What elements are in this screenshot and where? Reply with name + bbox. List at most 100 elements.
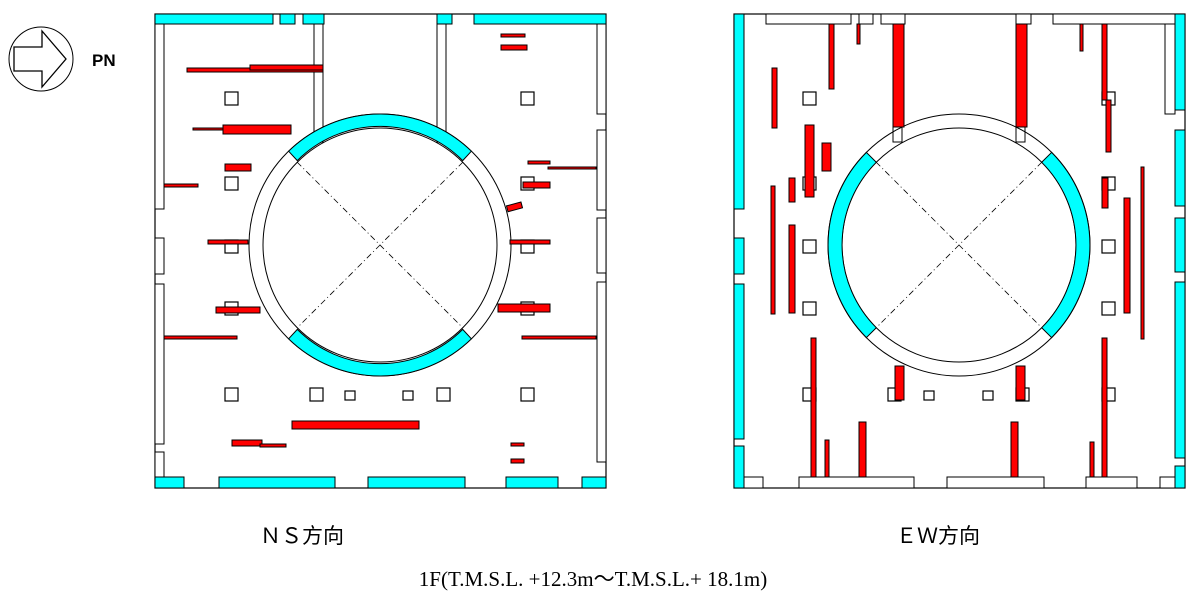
ns-red-element [207, 239, 249, 245]
ns-wall-segment [367, 476, 466, 489]
ns-inner-wall [313, 23, 324, 143]
ns-side-wall [154, 237, 165, 275]
ew-diagonal [875, 161, 1043, 329]
ns-wall-segment [154, 13, 274, 25]
ew-top-wall [1015, 13, 1032, 25]
ew-column [982, 390, 994, 401]
ew-column [802, 301, 817, 316]
ew-floor-plan [733, 13, 1186, 489]
ns-red-element [497, 303, 551, 313]
ew-red-element [894, 365, 905, 401]
ns-wall-segment [218, 476, 336, 489]
ew-red-element [1101, 177, 1109, 209]
ns-red-element [224, 163, 252, 172]
ew-wall-segment [733, 237, 745, 275]
ew-panel-label: ＥＷ方向 [896, 524, 980, 548]
ns-outer-wall [154, 13, 607, 489]
ew-red-element [1105, 99, 1112, 153]
ew-wall-segment [1174, 129, 1186, 207]
ns-red-element [163, 335, 238, 340]
floor-caption: 1F(T.M.S.L. +12.3m～T.M.S.L.+ 18.1m) [419, 567, 767, 591]
ew-top-wall [1052, 13, 1176, 25]
ew-red-element [1101, 337, 1108, 478]
ew-bottom-wall [1085, 476, 1138, 489]
ew-red-element [788, 224, 796, 314]
ew-red-element [1089, 441, 1095, 478]
ns-column [520, 91, 535, 106]
ns-floor-plan [154, 13, 607, 489]
ns-panel-label: ＮＳ方向 [260, 524, 344, 548]
ew-ring-cyan-right [1040, 151, 1091, 339]
ew-red-element [771, 67, 778, 129]
ns-wall-segment [505, 476, 559, 489]
ns-ring-inner [262, 127, 498, 363]
ew-red-element [1079, 23, 1084, 52]
ns-red-element [505, 201, 524, 213]
ns-ring-cyan-bottom [287, 328, 473, 377]
ew-red-element [1123, 197, 1131, 314]
ns-red-element [500, 44, 528, 51]
ew-red-element [804, 124, 815, 198]
ew-red-element [824, 439, 830, 478]
ew-wall-segment [733, 283, 745, 440]
ew-bottom-wall [798, 476, 915, 489]
ns-wall-segment [302, 13, 325, 25]
ns-column [224, 387, 239, 402]
ew-red-element [892, 23, 905, 128]
ns-column [436, 387, 451, 402]
ew-ring-cyan-left [827, 151, 878, 339]
ew-outer-wall [733, 13, 1186, 489]
ns-wall-segment [473, 13, 607, 25]
ew-column [1101, 301, 1116, 316]
ns-red-element [500, 33, 526, 38]
ns-column [224, 176, 239, 191]
ew-red-element [858, 421, 867, 478]
ns-side-wall [154, 451, 165, 478]
ew-wall-segment [733, 445, 745, 489]
ns-red-element [259, 443, 287, 448]
ew-wall-segment [1174, 13, 1186, 111]
ns-wall-segment [436, 13, 453, 25]
ew-column [802, 239, 817, 254]
ns-red-element [163, 183, 199, 188]
ns-red-element [291, 420, 420, 430]
ew-side-wall [1164, 23, 1176, 115]
ns-side-wall [154, 283, 165, 445]
ns-inner-wall [436, 23, 447, 143]
ew-top-wall [858, 13, 874, 25]
ns-red-element [509, 239, 551, 245]
ns-red-element [231, 439, 263, 447]
ns-red-element [522, 181, 551, 189]
ns-diagonal [296, 161, 464, 329]
ew-bottom-wall [946, 476, 1045, 489]
ns-red-element [547, 166, 597, 170]
ns-column [344, 390, 356, 401]
ew-red-element [1010, 421, 1019, 478]
north-arrow-icon [8, 26, 74, 92]
ew-wall-segment [1174, 281, 1186, 459]
ns-wall-segment [279, 13, 296, 25]
ns-column [224, 91, 239, 106]
ns-column [520, 387, 535, 402]
ns-wall-segment [154, 476, 185, 489]
ns-wall-segment [581, 476, 607, 489]
ew-column [1101, 239, 1116, 254]
ew-red-element [1015, 23, 1028, 128]
ns-side-wall [596, 281, 607, 463]
ew-red-element [788, 177, 796, 203]
ns-red-element [222, 124, 292, 135]
ns-red-element [521, 335, 597, 340]
north-marker-label: PN [92, 51, 116, 70]
ns-red-element [510, 442, 525, 447]
ns-side-wall [596, 217, 607, 274]
ns-column [309, 387, 324, 402]
ew-column [802, 91, 817, 106]
ew-red-element [810, 337, 817, 478]
ew-bottom-wall [1159, 476, 1176, 489]
ew-red-element [1015, 365, 1026, 401]
ns-red-element [510, 458, 525, 464]
ew-red-element [1101, 23, 1108, 101]
ns-column [402, 390, 414, 401]
ew-red-element [856, 23, 861, 45]
